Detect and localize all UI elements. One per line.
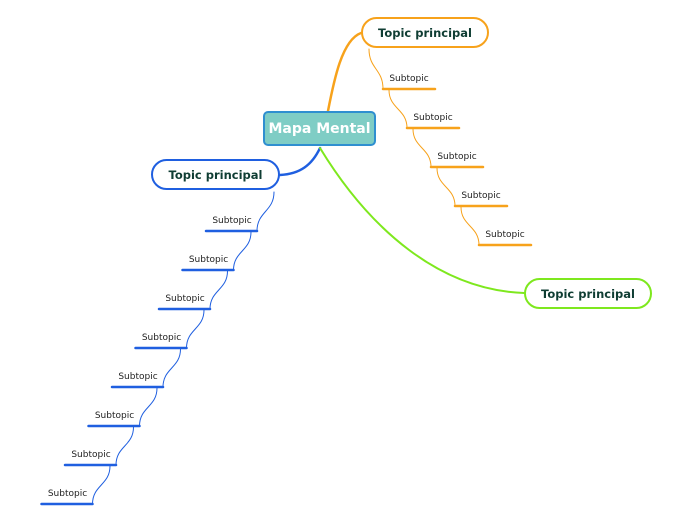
connector-central-to-blue-topic [278,146,322,177]
blue-subtopic-5[interactable]: Subtopic [118,372,158,382]
orange-link-1 [368,48,384,90]
blue-subtopic-8[interactable]: Subtopic [47,489,88,499]
orange-link-3 [412,128,432,168]
blue-link-3 [209,270,228,310]
connector-central-to-orange-topic [326,31,363,113]
orange-link-5 [460,206,480,246]
blue-subtopic-3[interactable]: Subtopic [165,294,205,304]
orange-link-4 [436,167,456,207]
blue-link-1 [256,191,275,232]
orange-subtopic-3[interactable]: Subtopic [437,152,477,162]
blue-link-7 [115,426,134,466]
central-topic[interactable]: Mapa Mental [263,111,376,146]
blue-link-2 [233,231,252,271]
blue-subtopic-6[interactable]: Subtopic [94,411,135,421]
blue-subtopic-1[interactable]: Subtopic [212,216,252,226]
blue-link-8 [92,465,111,505]
blue-link-6 [139,387,158,427]
orange-subtopic-4[interactable]: Subtopic [461,191,501,201]
orange-subtopic-2[interactable]: Subtopic [413,113,453,123]
orange-subtopic-1[interactable]: Subtopic [389,74,429,84]
blue-subtopic-4[interactable]: Subtopic [141,333,182,343]
main-topic-blue[interactable]: Topic principal [151,159,280,190]
orange-link-2 [388,89,408,129]
blue-link-5 [162,348,181,388]
main-topic-orange[interactable]: Topic principal [361,17,489,48]
main-topic-green[interactable]: Topic principal [524,278,652,309]
connector-central-to-green-topic [319,147,525,294]
orange-subtopic-5[interactable]: Subtopic [485,230,525,240]
blue-subtopic-7[interactable]: Subtopic [71,450,111,460]
blue-subtopic-2[interactable]: Subtopic [188,255,229,265]
blue-link-4 [186,309,205,349]
